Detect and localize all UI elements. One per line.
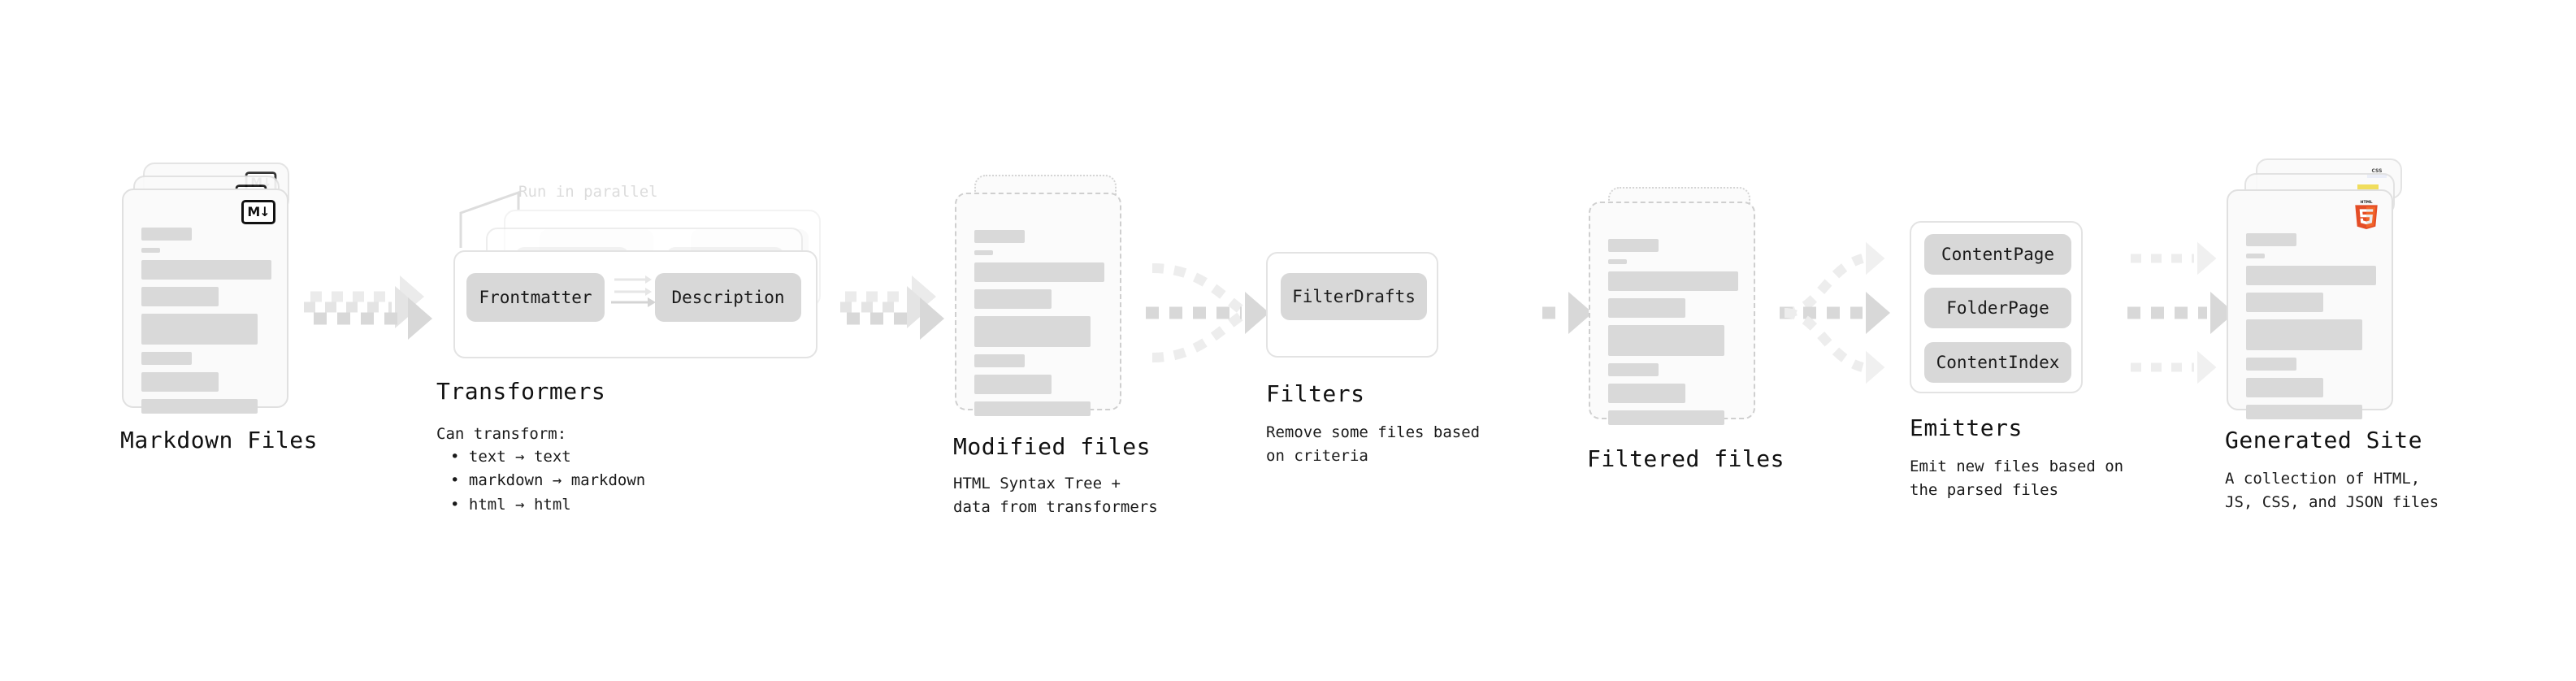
transformer-box-front[interactable]: Frontmatter Description: [453, 250, 817, 358]
connector-md-to-transformers: [304, 275, 432, 340]
filter-chip-filterdrafts[interactable]: FilterDrafts: [1281, 273, 1427, 320]
stage-title: Generated Site: [2225, 427, 2423, 453]
stage-subtitle: HTML Syntax Tree + data from transformer…: [953, 475, 1158, 517]
list-item: • html → html: [450, 495, 571, 514]
skeleton-bar: [141, 372, 219, 392]
markdown-file-stack: M↓ M↓ M↓: [122, 163, 317, 423]
transformer-chip-frontmatter[interactable]: Frontmatter: [466, 273, 605, 322]
skeleton-bar: [2246, 319, 2362, 350]
skeleton-bar: [2246, 405, 2362, 419]
connector-transformers-to-modified: [840, 275, 944, 340]
parallel-annotation-label: Run in parallel: [518, 183, 658, 201]
skeleton-bar: [2246, 358, 2296, 371]
skeleton-bar: [141, 228, 192, 241]
emitter-chip-folderpage[interactable]: FolderPage: [1924, 288, 2071, 328]
stage-title: Modified files: [953, 433, 1151, 460]
skeleton-bar: [974, 354, 1025, 367]
skeleton-bar: [1608, 259, 1627, 264]
svg-text:HTML: HTML: [2361, 200, 2373, 205]
filters-box[interactable]: FilterDrafts: [1266, 252, 1438, 358]
skeleton-bar: [2246, 233, 2296, 246]
stage-title: Filtered files: [1587, 445, 1785, 472]
skeleton-bar: [974, 250, 993, 255]
transformer-chip-description[interactable]: Description: [655, 273, 801, 322]
document-card-front[interactable]: [1589, 202, 1755, 425]
transform-detail-list: • text → text • markdown → markdown • ht…: [450, 445, 645, 517]
skeleton-bar: [1608, 298, 1685, 318]
stage-title: Filters: [1266, 380, 1365, 407]
stage-generated-site: CSS HTML: [2225, 158, 2439, 511]
emitter-chip-contentpage[interactable]: ContentPage: [1924, 234, 2071, 275]
stage-subtitle: A collection of HTML, JS, CSS, and JSON …: [2225, 470, 2439, 512]
skeleton-bar: [974, 230, 1025, 243]
skeleton-bar: [1608, 363, 1659, 376]
connector-filters-to-filtered: [1542, 292, 1593, 334]
stage-modified-files: Modified files HTML Syntax Tree + data f…: [953, 175, 1158, 516]
file-content-skeleton: [2246, 233, 2377, 427]
connector-filtered-to-emitters: [1780, 241, 1890, 384]
stage-title: Emitters: [1910, 414, 2023, 441]
skeleton-bar: [141, 287, 219, 306]
skeleton-bar: [141, 352, 192, 365]
stage-title: Transformers: [436, 378, 606, 405]
skeleton-bar: [2246, 293, 2323, 312]
skeleton-bar: [141, 260, 271, 280]
document-card-front[interactable]: M↓: [122, 189, 288, 414]
list-item: • markdown → markdown: [450, 471, 646, 490]
skeleton-bar: [1608, 325, 1724, 356]
stage-subtitle: Remove some files based on criteria: [1266, 423, 1481, 466]
skeleton-bar: [974, 316, 1091, 347]
emitter-chip-contentindex[interactable]: ContentIndex: [1924, 342, 2071, 383]
file-content-skeleton: [141, 228, 272, 421]
skeleton-bar: [974, 289, 1052, 309]
connector-emitters-to-site: [2127, 241, 2235, 384]
document-card-front[interactable]: HTML: [2227, 189, 2393, 419]
file-content-skeleton: [974, 230, 1105, 423]
generated-site-file-stack: CSS HTML: [2227, 158, 2430, 427]
skeleton-bar: [2246, 378, 2323, 397]
skeleton-bar: [974, 401, 1091, 416]
skeleton-bar: [1608, 271, 1738, 291]
markdown-icon: M↓: [241, 200, 275, 224]
stage-title: Markdown Files: [120, 427, 319, 453]
emitters-box[interactable]: ContentPage FolderPage ContentIndex: [1910, 221, 2083, 393]
file-content-skeleton: [1608, 239, 1739, 432]
skeleton-bar: [1608, 384, 1685, 403]
stage-filtered-files: Filtered files: [1587, 187, 1785, 472]
skeleton-bar: [141, 314, 258, 345]
modified-file-stack: [955, 175, 1142, 419]
transformer-inner-arrows: [611, 275, 656, 307]
document-card-front[interactable]: [955, 193, 1121, 416]
transform-detail-heading: Can transform:: [436, 425, 567, 443]
skeleton-bar: [1608, 239, 1659, 252]
stage-subtitle: Emit new files based on the parsed files: [1910, 458, 2124, 500]
skeleton-bar: [141, 248, 160, 253]
skeleton-bar: [1608, 410, 1724, 425]
skeleton-bar: [141, 399, 258, 414]
skeleton-bar: [974, 262, 1104, 282]
html5-icon: HTML: [2355, 200, 2378, 229]
list-item: • text → text: [450, 448, 571, 466]
connector-modified-to-filters: [1146, 263, 1269, 362]
skeleton-bar: [974, 375, 1052, 394]
stage-markdown-files: M↓ M↓ M↓: [120, 163, 318, 453]
skeleton-bar: [2246, 254, 2265, 258]
filtered-file-stack: [1589, 187, 1776, 431]
skeleton-bar: [2246, 266, 2376, 285]
